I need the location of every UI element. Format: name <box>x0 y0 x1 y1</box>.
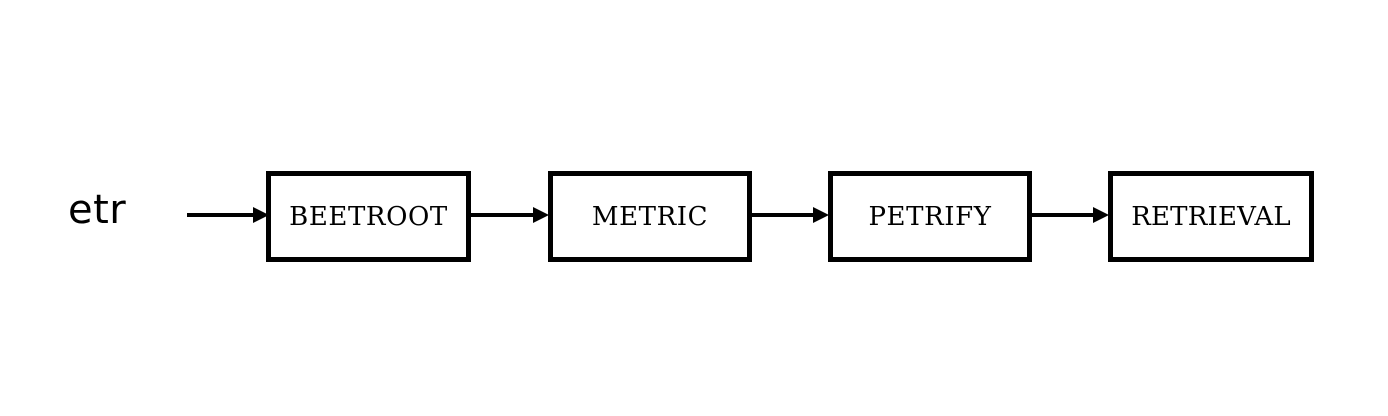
edge-shaft <box>187 213 255 217</box>
arrowhead-icon <box>533 207 549 223</box>
node-petrify[interactable]: PETRIFY <box>828 171 1032 262</box>
node-label: PETRIFY <box>868 201 992 232</box>
edge-shaft <box>1032 213 1095 217</box>
arrowhead-icon <box>813 207 829 223</box>
node-label: BEETROOT <box>289 201 448 232</box>
edge-beetroot-to-metric <box>471 205 549 225</box>
edge-shaft <box>752 213 815 217</box>
source-label: etr <box>68 187 127 233</box>
node-label: METRIC <box>591 201 709 232</box>
node-metric[interactable]: METRIC <box>548 171 752 262</box>
arrowhead-icon <box>1093 207 1109 223</box>
node-label: RETRIEVAL <box>1131 201 1291 232</box>
arrowhead-icon <box>253 207 269 223</box>
edge-shaft <box>471 213 535 217</box>
edge-petrify-to-retrieval <box>1032 205 1109 225</box>
node-retrieval[interactable]: RETRIEVAL <box>1108 171 1314 262</box>
edge-metric-to-petrify <box>752 205 829 225</box>
node-beetroot[interactable]: BEETROOT <box>266 171 471 262</box>
edge-etr-to-beetroot <box>187 205 269 225</box>
